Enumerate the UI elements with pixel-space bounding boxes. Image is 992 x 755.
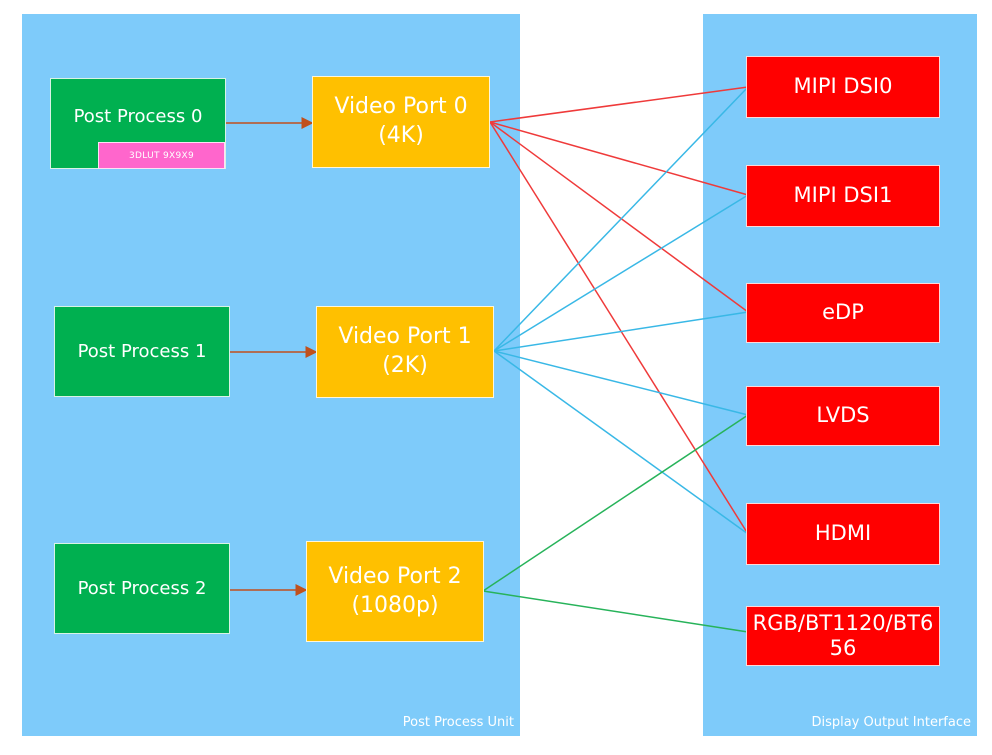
post-process-2-block: Post Process 2	[54, 543, 230, 634]
output-mipi-dsi1-label: MIPI DSI1	[793, 183, 893, 208]
link-vp2-lvds	[482, 414, 749, 592]
post-process-unit-label: Post Process Unit	[402, 715, 514, 730]
output-rgb-bt1120-bt656-label: RGB/BT1120/BT656	[752, 610, 934, 660]
post-process-1-label: Post Process 1	[77, 341, 207, 362]
video-port-0-label: Video Port 0 (4K)	[334, 94, 468, 148]
video-port-2-block: Video Port 2 (1080p)	[306, 541, 484, 642]
link-vp1-edp	[493, 311, 749, 352]
link-vp0-mipi-dsi0	[489, 86, 749, 123]
vp0-links	[489, 86, 749, 535]
output-hdmi-label: HDMI	[814, 521, 872, 546]
output-edp-label: eDP	[822, 300, 864, 325]
post-process-1-block: Post Process 1	[54, 306, 230, 397]
output-edp-block: eDP	[746, 283, 940, 343]
link-vp2-rgb	[482, 590, 749, 633]
video-port-0-block: Video Port 0 (4K)	[312, 76, 490, 168]
link-vp1-hdmi	[493, 350, 749, 535]
link-vp1-mipi-dsi1	[493, 194, 749, 352]
link-vp0-hdmi	[489, 121, 749, 535]
video-port-1-label: Video Port 1 (2K)	[338, 324, 472, 378]
output-mipi-dsi0-label: MIPI DSI0	[793, 74, 893, 99]
post-process-0-label: Post Process 0	[73, 106, 203, 127]
output-hdmi-block: HDMI	[746, 503, 940, 565]
display-output-interface-label: Display Output Interface	[811, 715, 971, 730]
output-rgb-bt1120-bt656-block: RGB/BT1120/BT656	[746, 606, 940, 666]
vp1-links	[493, 86, 749, 535]
output-mipi-dsi0-block: MIPI DSI0	[746, 56, 940, 118]
output-mipi-dsi1-block: MIPI DSI1	[746, 165, 940, 227]
link-vp1-lvds	[493, 350, 749, 416]
video-port-1-block: Video Port 1 (2K)	[316, 306, 494, 398]
post-process-2-label: Post Process 2	[77, 578, 207, 599]
link-vp0-edp	[489, 121, 749, 313]
link-vp0-mipi-dsi1	[489, 121, 749, 196]
video-port-2-label: Video Port 2 (1080p)	[328, 563, 462, 618]
3dlut-badge: 3DLUT 9X9X9	[98, 142, 225, 169]
output-lvds-block: LVDS	[746, 386, 940, 446]
link-vp1-mipi-dsi0	[493, 86, 749, 352]
3dlut-badge-label: 3DLUT 9X9X9	[129, 150, 194, 161]
vp2-links	[482, 414, 749, 633]
output-lvds-label: LVDS	[816, 403, 870, 428]
